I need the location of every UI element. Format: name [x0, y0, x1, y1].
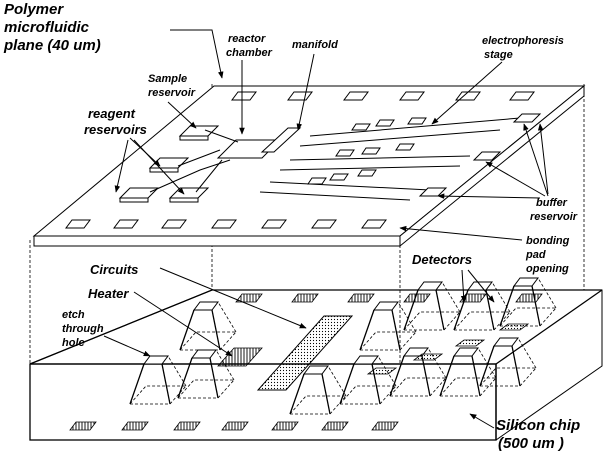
svg-text:hole: hole — [62, 337, 85, 349]
svg-text:(500 um ): (500 um ) — [498, 435, 564, 452]
svg-text:manifold: manifold — [292, 39, 338, 51]
svg-text:stage: stage — [484, 49, 513, 61]
svg-text:electrophoresis: electrophoresis — [482, 35, 564, 47]
svg-text:pad: pad — [525, 249, 546, 261]
svg-text:reservoir: reservoir — [148, 87, 196, 99]
svg-text:reactor: reactor — [228, 33, 266, 45]
svg-text:Polymer: Polymer — [4, 1, 64, 18]
svg-text:chamber: chamber — [226, 47, 273, 59]
svg-text:through: through — [62, 323, 104, 335]
svg-text:etch: etch — [62, 309, 85, 321]
svg-text:opening: opening — [526, 263, 569, 275]
svg-text:reservoir: reservoir — [530, 211, 578, 223]
svg-text:buffer: buffer — [536, 197, 568, 209]
svg-text:Silicon chip: Silicon chip — [496, 417, 580, 434]
svg-text:Detectors: Detectors — [412, 252, 472, 267]
svg-text:reagent: reagent — [88, 106, 136, 121]
svg-text:Heater: Heater — [88, 286, 129, 301]
svg-text:microfluidic: microfluidic — [4, 19, 90, 36]
svg-text:Circuits: Circuits — [90, 262, 138, 277]
svg-text:plane (40 um): plane (40 um) — [3, 37, 101, 54]
label-polymer-plane: Polymer microfluidic plane (40 um) — [3, 1, 222, 78]
svg-text:reservoirs: reservoirs — [84, 122, 147, 137]
svg-text:bonding: bonding — [526, 235, 570, 247]
svg-text:Sample: Sample — [148, 73, 187, 85]
